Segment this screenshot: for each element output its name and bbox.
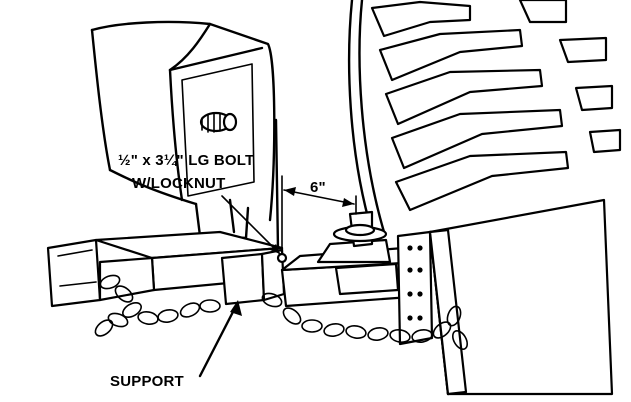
bolt-label-line1: ½" x 3¼" LG BOLT (118, 152, 254, 169)
implement-panel (428, 198, 614, 396)
tractor-tire (347, 0, 622, 234)
tractor-body (90, 20, 280, 252)
dimension-6in: 6" (281, 175, 357, 251)
bolt-callout: ½" x 3¼" LG BOLT W/LOCKNUT (118, 152, 281, 255)
safety-chain (94, 274, 469, 350)
support-label: SUPPORT (110, 373, 184, 390)
drawbar-support (46, 230, 288, 308)
dimension-label: 6" (310, 179, 326, 196)
bolt-label-line2: W/LOCKNUT (132, 175, 225, 192)
hitch-assembly (280, 210, 472, 346)
support-callout: SUPPORT (110, 300, 242, 390)
